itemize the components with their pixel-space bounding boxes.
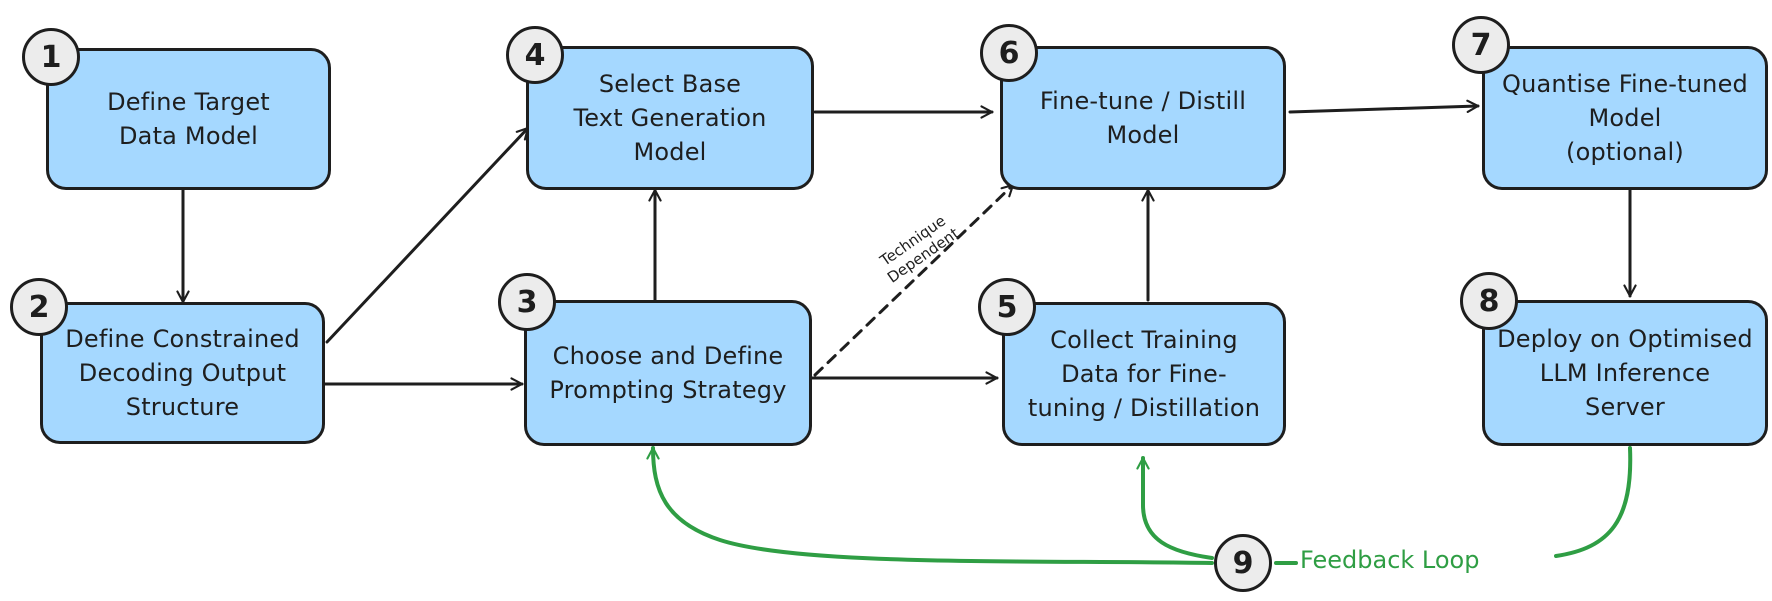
node-label: Define Constrained Decoding Output Struc… bbox=[65, 325, 300, 421]
step-badge-9: 9 bbox=[1214, 534, 1272, 592]
edge-feedback-to-n5 bbox=[1136, 456, 1214, 560]
node-label: Choose and Define Prompting Strategy bbox=[549, 342, 787, 404]
node-label: Collect Training Data for Fine- tuning /… bbox=[1027, 326, 1261, 422]
node-select-base-model[interactable]: Select Base Text Generation Model bbox=[526, 46, 814, 190]
edge-feedback-to-n3 bbox=[646, 446, 1214, 565]
node-quantise-model[interactable]: Quantise Fine-tuned Model (optional) bbox=[1482, 46, 1768, 190]
edge-n3-to-n6-dashed bbox=[813, 183, 1015, 377]
node-label: Fine-tune / Distill Model bbox=[1039, 87, 1247, 149]
step-badge-2: 2 bbox=[10, 278, 68, 336]
node-define-constrained-decoding[interactable]: Define Constrained Decoding Output Struc… bbox=[40, 302, 325, 444]
edge-n2-to-n4 bbox=[325, 126, 530, 344]
feedback-loop-label: Feedback Loop bbox=[1300, 546, 1480, 574]
step-badge-7: 7 bbox=[1452, 16, 1510, 74]
node-label: Deploy on Optimised LLM Inference Server bbox=[1497, 325, 1753, 421]
step-badge-5: 5 bbox=[978, 278, 1036, 336]
node-label: Select Base Text Generation Model bbox=[573, 70, 767, 166]
edge-n8-to-feedback bbox=[1554, 446, 1633, 558]
node-define-target-data-model[interactable]: Define Target Data Model bbox=[46, 48, 331, 190]
node-collect-training-data[interactable]: Collect Training Data for Fine- tuning /… bbox=[1002, 302, 1286, 446]
node-label: Define Target Data Model bbox=[107, 88, 270, 150]
node-label: Quantise Fine-tuned Model (optional) bbox=[1502, 70, 1748, 166]
node-deploy-inference-server[interactable]: Deploy on Optimised LLM Inference Server bbox=[1482, 300, 1768, 446]
step-badge-3: 3 bbox=[498, 273, 556, 331]
step-badge-4: 4 bbox=[506, 26, 564, 84]
node-fine-tune-distill[interactable]: Fine-tune / Distill Model bbox=[1000, 46, 1286, 190]
node-choose-prompting-strategy[interactable]: Choose and Define Prompting Strategy bbox=[524, 300, 812, 446]
edge-n6-to-n7 bbox=[1288, 99, 1480, 114]
step-badge-1: 1 bbox=[22, 28, 80, 86]
step-badge-6: 6 bbox=[980, 24, 1038, 82]
step-badge-8: 8 bbox=[1460, 272, 1518, 330]
